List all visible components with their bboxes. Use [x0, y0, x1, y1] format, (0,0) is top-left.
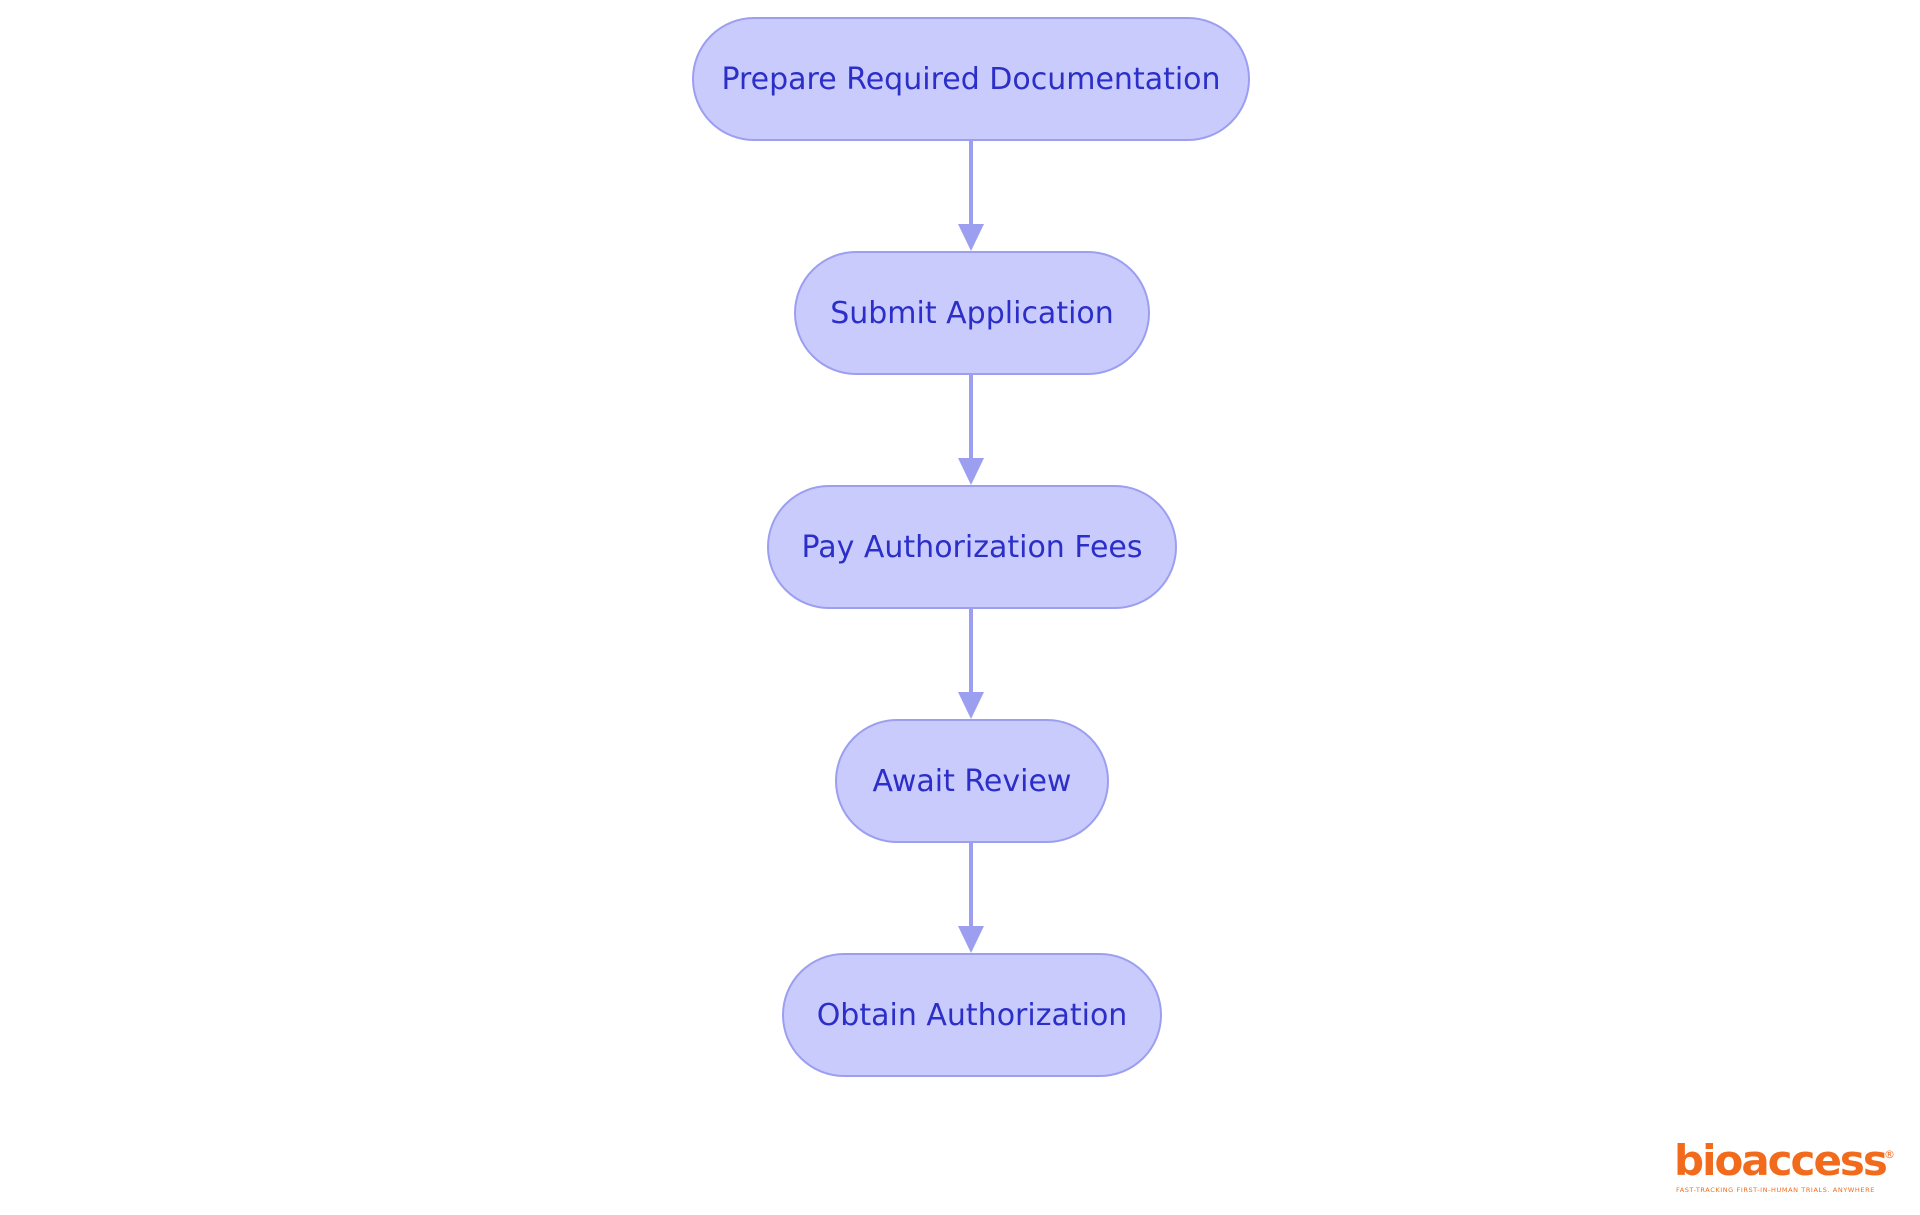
- node-await-review: Await Review: [835, 719, 1109, 843]
- node-pay-authorization-fees: Pay Authorization Fees: [767, 485, 1177, 609]
- node-submit-application: Submit Application: [794, 251, 1150, 375]
- logo-tagline: FAST-TRACKING FIRST-IN-HUMAN TRIALS. ANY…: [1676, 1186, 1875, 1194]
- node-obtain-authorization: Obtain Authorization: [782, 953, 1162, 1077]
- logo-wordmark: bioaccess: [1674, 1136, 1888, 1185]
- edge-pay-to-await: [958, 609, 984, 719]
- node-prepare-required-documentation: Prepare Required Documentation: [692, 17, 1250, 141]
- edge-await-to-obtain: [958, 843, 984, 953]
- edge-prepare-to-submit: [958, 141, 984, 251]
- bioaccess-logo: bioaccess ® FAST-TRACKING FIRST-IN-HUMAN…: [1674, 1140, 1899, 1200]
- registered-mark: ®: [1884, 1148, 1895, 1161]
- edge-submit-to-pay: [958, 375, 984, 485]
